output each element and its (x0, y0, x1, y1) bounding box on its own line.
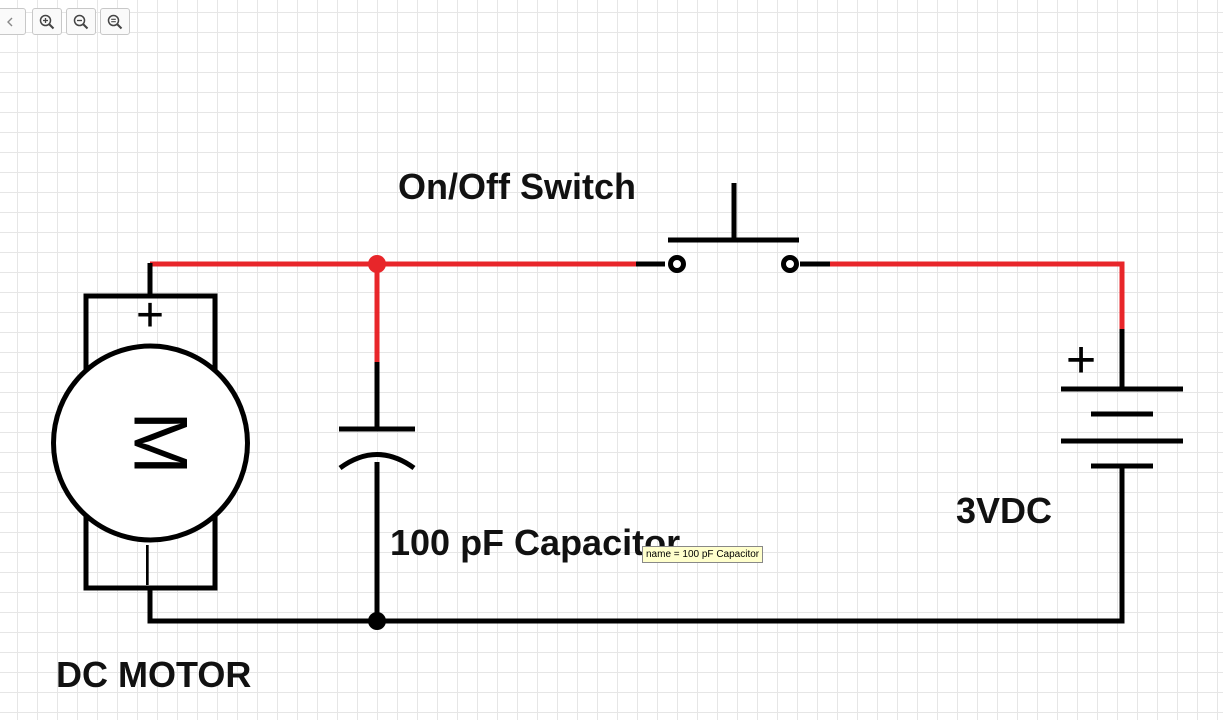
battery-voltage-label: 3VDC (956, 490, 1053, 531)
junction-dot (368, 612, 386, 630)
switch-label: On/Off Switch (398, 166, 636, 207)
zoom-out-icon (73, 14, 89, 29)
capacitor-symbol[interactable] (338, 426, 416, 471)
zoom-reset-button[interactable] (100, 8, 130, 35)
junction-dot (368, 255, 386, 273)
wire[interactable] (147, 261, 1125, 624)
dc-motor-symbol[interactable]: M + — (51, 289, 250, 591)
motor-minus-label: — (128, 545, 172, 585)
zoom-in-icon (39, 14, 55, 29)
chevron-left-icon (7, 17, 13, 26)
motor-m-label: M (118, 411, 203, 474)
motor-label: DC MOTOR (56, 654, 252, 695)
zoom-in-button[interactable] (32, 8, 62, 35)
zoom-out-button[interactable] (66, 8, 96, 35)
element-tooltip: name = 100 pF Capacitor (642, 546, 764, 563)
battery-symbol[interactable] (1061, 386, 1183, 469)
motor-plus-label: + (136, 289, 164, 342)
zoom-actual-icon (107, 14, 123, 29)
back-button[interactable] (0, 8, 26, 35)
highlighted-wire[interactable] (150, 261, 1125, 362)
battery-plus-label: + (1066, 331, 1096, 389)
capacitor-label: 100 pF Capacitor (390, 522, 681, 563)
switch-symbol[interactable] (668, 183, 799, 273)
